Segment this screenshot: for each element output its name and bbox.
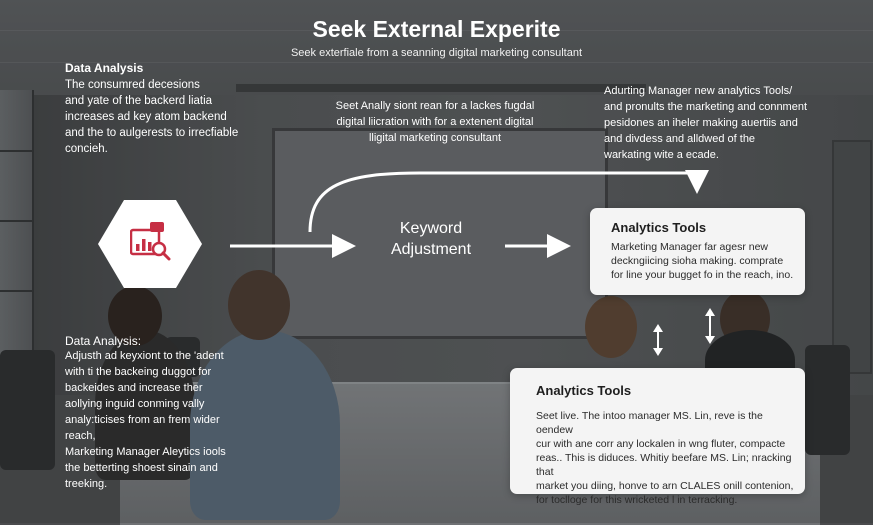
node-label-line2: Adjustment (390, 241, 472, 258)
chair (0, 350, 55, 470)
right-top-text: Adurting Manager new analytics Tools/ an… (604, 85, 808, 161)
person-silhouette (95, 330, 195, 480)
card-title: Analytics Tools (536, 383, 632, 398)
left-bottom-text: Adjusth ad keyxiont to the 'adent with t… (65, 350, 226, 490)
ceiling (0, 0, 873, 95)
analytics-chart-magnifier-icon (130, 222, 171, 261)
left-top-text: The consumred decesions and yate of the … (65, 79, 239, 155)
node-label-line1: Keyword (399, 220, 463, 237)
ceiling-line (0, 30, 873, 31)
left-bottom-heading: Data Analysis: (65, 334, 142, 348)
person-head (585, 296, 637, 358)
analytics-tools-card-top: Analytics Tools Marketing Manager far ag… (590, 208, 805, 295)
keyword-adjustment-node: Keyword Adjustment (372, 218, 490, 260)
window-bar (0, 220, 32, 222)
diagram-title: Seek External Experite (312, 16, 561, 42)
arrow-bidirectional-left (653, 324, 663, 356)
analytics-tools-card-bottom: Analytics Tools Seet live. The intoo man… (510, 368, 805, 506)
projection-screen (272, 128, 608, 339)
person-head (108, 286, 162, 346)
projector-bar (236, 84, 646, 92)
window (0, 90, 34, 360)
card-title: Analytics Tools (611, 220, 707, 235)
center-top-text: Seet Anally siont rean for a lackes fugd… (335, 100, 535, 144)
door (832, 140, 872, 374)
left-top-heading: Data Analysis (65, 61, 144, 75)
card-body: Seet live. The intoo manager MS. Lin, re… (536, 410, 794, 506)
window-bar (0, 290, 32, 292)
card-body: Marketing Manager far agesr new deckngii… (611, 241, 794, 281)
arrow-bidirectional-right (705, 308, 715, 344)
chair (805, 345, 850, 455)
person-silhouette (190, 330, 340, 520)
window-bar (0, 150, 32, 152)
diagram-subtitle: Seek exterfiale from a seanning digital … (290, 47, 583, 59)
person-head (228, 270, 290, 340)
ceiling-line (0, 62, 873, 63)
arrow-curved-to-top-right (308, 170, 709, 233)
